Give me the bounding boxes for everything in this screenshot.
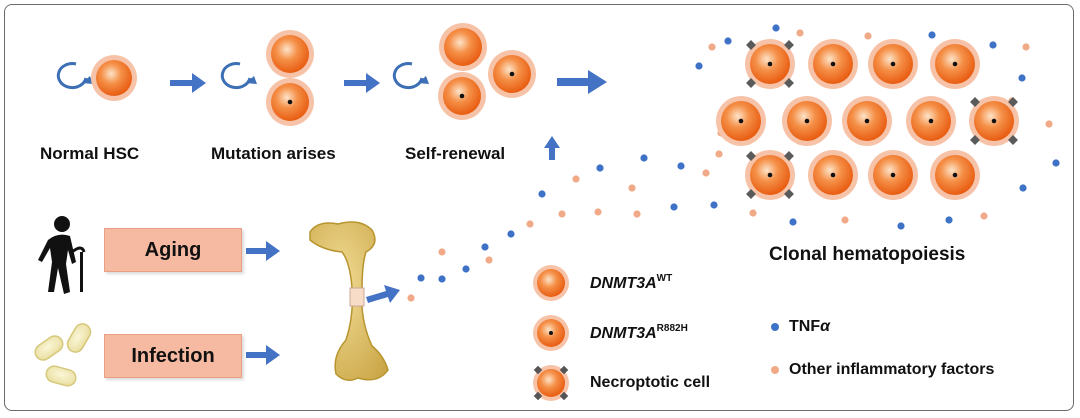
- normal-hsc-group: [56, 55, 137, 101]
- tnf-dot: [945, 216, 953, 224]
- legend-wt-cell: [533, 265, 569, 301]
- tnf-dot: [710, 201, 718, 209]
- renewal-loop-icon: [220, 62, 252, 90]
- label-normal-hsc: Normal HSC: [40, 144, 140, 163]
- legend-tnf-label: TNFα: [789, 318, 830, 336]
- necroptotic-cell: [969, 96, 1019, 146]
- inflammatory-factor-dot: [715, 150, 723, 158]
- aging-label: Aging: [144, 239, 202, 261]
- inflammatory-factor-dot: [438, 248, 446, 256]
- aging-arrow: [246, 241, 280, 261]
- arrow-2: [344, 73, 380, 93]
- mutant-cell: [930, 39, 980, 89]
- mut-gene-name: DNMT3A: [590, 325, 657, 342]
- inflammatory-factor-dot: [485, 256, 493, 264]
- inflammatory-factor-dot: [628, 184, 636, 192]
- tnf-dot: [481, 243, 489, 251]
- elderly-person-icon: [38, 216, 86, 294]
- mutant-cell: [808, 150, 858, 200]
- tnf-dot: [1019, 184, 1027, 192]
- inflammatory-factor-dot: [633, 210, 641, 218]
- necroptotic-cell: [745, 39, 795, 89]
- mutant-cell: [868, 150, 918, 200]
- inflammatory-dots: [407, 24, 1060, 302]
- tnf-dot: [596, 164, 604, 172]
- legend-tnf-dot: [771, 323, 779, 331]
- inflammatory-factor-dot: [796, 29, 804, 37]
- inflammatory-factor-dot: [1045, 120, 1053, 128]
- legend-other-label: Other inflammatory factors: [789, 361, 995, 378]
- up-arrow-icon: [544, 136, 560, 160]
- tnf-dot: [724, 37, 732, 45]
- tnf-text: TNF: [789, 318, 821, 335]
- inflammatory-factor-dot: [749, 209, 757, 217]
- tnf-dot: [772, 24, 780, 32]
- tnf-dot: [507, 230, 515, 238]
- legend-necroptotic-label: Necroptotic cell: [590, 374, 711, 391]
- tnf-dot: [928, 31, 936, 39]
- inflammatory-factor-dot: [1022, 43, 1030, 51]
- self-renewal-group: [392, 23, 536, 120]
- bone-icon: [309, 221, 389, 381]
- tnf-dot: [789, 218, 797, 226]
- infection-arrow: [246, 345, 280, 365]
- label-self-renewal: Self-renewal: [405, 144, 506, 163]
- inflammatory-factor-dot: [702, 169, 710, 177]
- renewal-loop-icon: [392, 62, 424, 90]
- inflammatory-factor-dot: [594, 208, 602, 216]
- clonal-cell-cluster: [716, 39, 1019, 200]
- label-mutation-arises: Mutation arises: [211, 144, 336, 163]
- tnf-dot: [438, 275, 446, 283]
- tnf-dot: [695, 62, 703, 70]
- necroptotic-cell: [745, 150, 795, 200]
- wt-superscript: WT: [656, 273, 673, 284]
- tnf-dot: [897, 222, 905, 230]
- inflammatory-factor-dot: [708, 43, 716, 51]
- inflammatory-factor-dot: [526, 220, 534, 228]
- arrow-3: [557, 70, 607, 94]
- hsc-cell: [91, 55, 137, 101]
- inflammatory-factor-dot: [841, 216, 849, 224]
- bacteria-icon: [34, 323, 92, 387]
- inflammatory-factor-dot: [558, 210, 566, 218]
- mutation-group: [220, 30, 314, 126]
- tnf-dot: [670, 203, 678, 211]
- inflammatory-factor-dot: [980, 212, 988, 220]
- legend-mut-cell: [533, 315, 569, 351]
- tnf-dot: [677, 162, 685, 170]
- tnf-dot: [1052, 159, 1060, 167]
- tnf-dot: [538, 190, 546, 198]
- arrow-1: [170, 73, 206, 93]
- label-clonal-hematopoiesis: Clonal hematopoiesis: [769, 244, 966, 265]
- tnf-dot: [1018, 74, 1026, 82]
- mut-superscript: R882H: [656, 323, 688, 334]
- infection-box: Infection: [104, 334, 242, 378]
- mutant-cell: [782, 96, 832, 146]
- inflammatory-factor-dot: [864, 32, 872, 40]
- legend-necroptotic-cell: [533, 365, 569, 401]
- mutant-cell: [716, 96, 766, 146]
- infection-label: Infection: [131, 345, 215, 367]
- tnf-dot: [989, 41, 997, 49]
- mutant-cell: [842, 96, 892, 146]
- tnf-dot: [417, 274, 425, 282]
- tnf-dot: [462, 265, 470, 273]
- renewal-loop-icon: [56, 62, 88, 90]
- mutant-cell: [808, 39, 858, 89]
- bone-arrow: [366, 285, 400, 303]
- aging-box: Aging: [104, 228, 242, 272]
- inflammatory-factor-dot: [407, 294, 415, 302]
- wt-gene-name: DNMT3A: [590, 275, 657, 292]
- legend-wt-label: DNMT3AWT: [590, 273, 672, 293]
- mutant-cell: [930, 150, 980, 200]
- inflammatory-factor-dot: [572, 175, 580, 183]
- legend-mut-label: DNMT3AR882H: [590, 323, 688, 343]
- tnf-dot: [640, 154, 648, 162]
- mutant-cell: [906, 96, 956, 146]
- legend-other-dot: [771, 366, 779, 374]
- mutant-cell: [868, 39, 918, 89]
- tnf-alpha: α: [820, 318, 831, 335]
